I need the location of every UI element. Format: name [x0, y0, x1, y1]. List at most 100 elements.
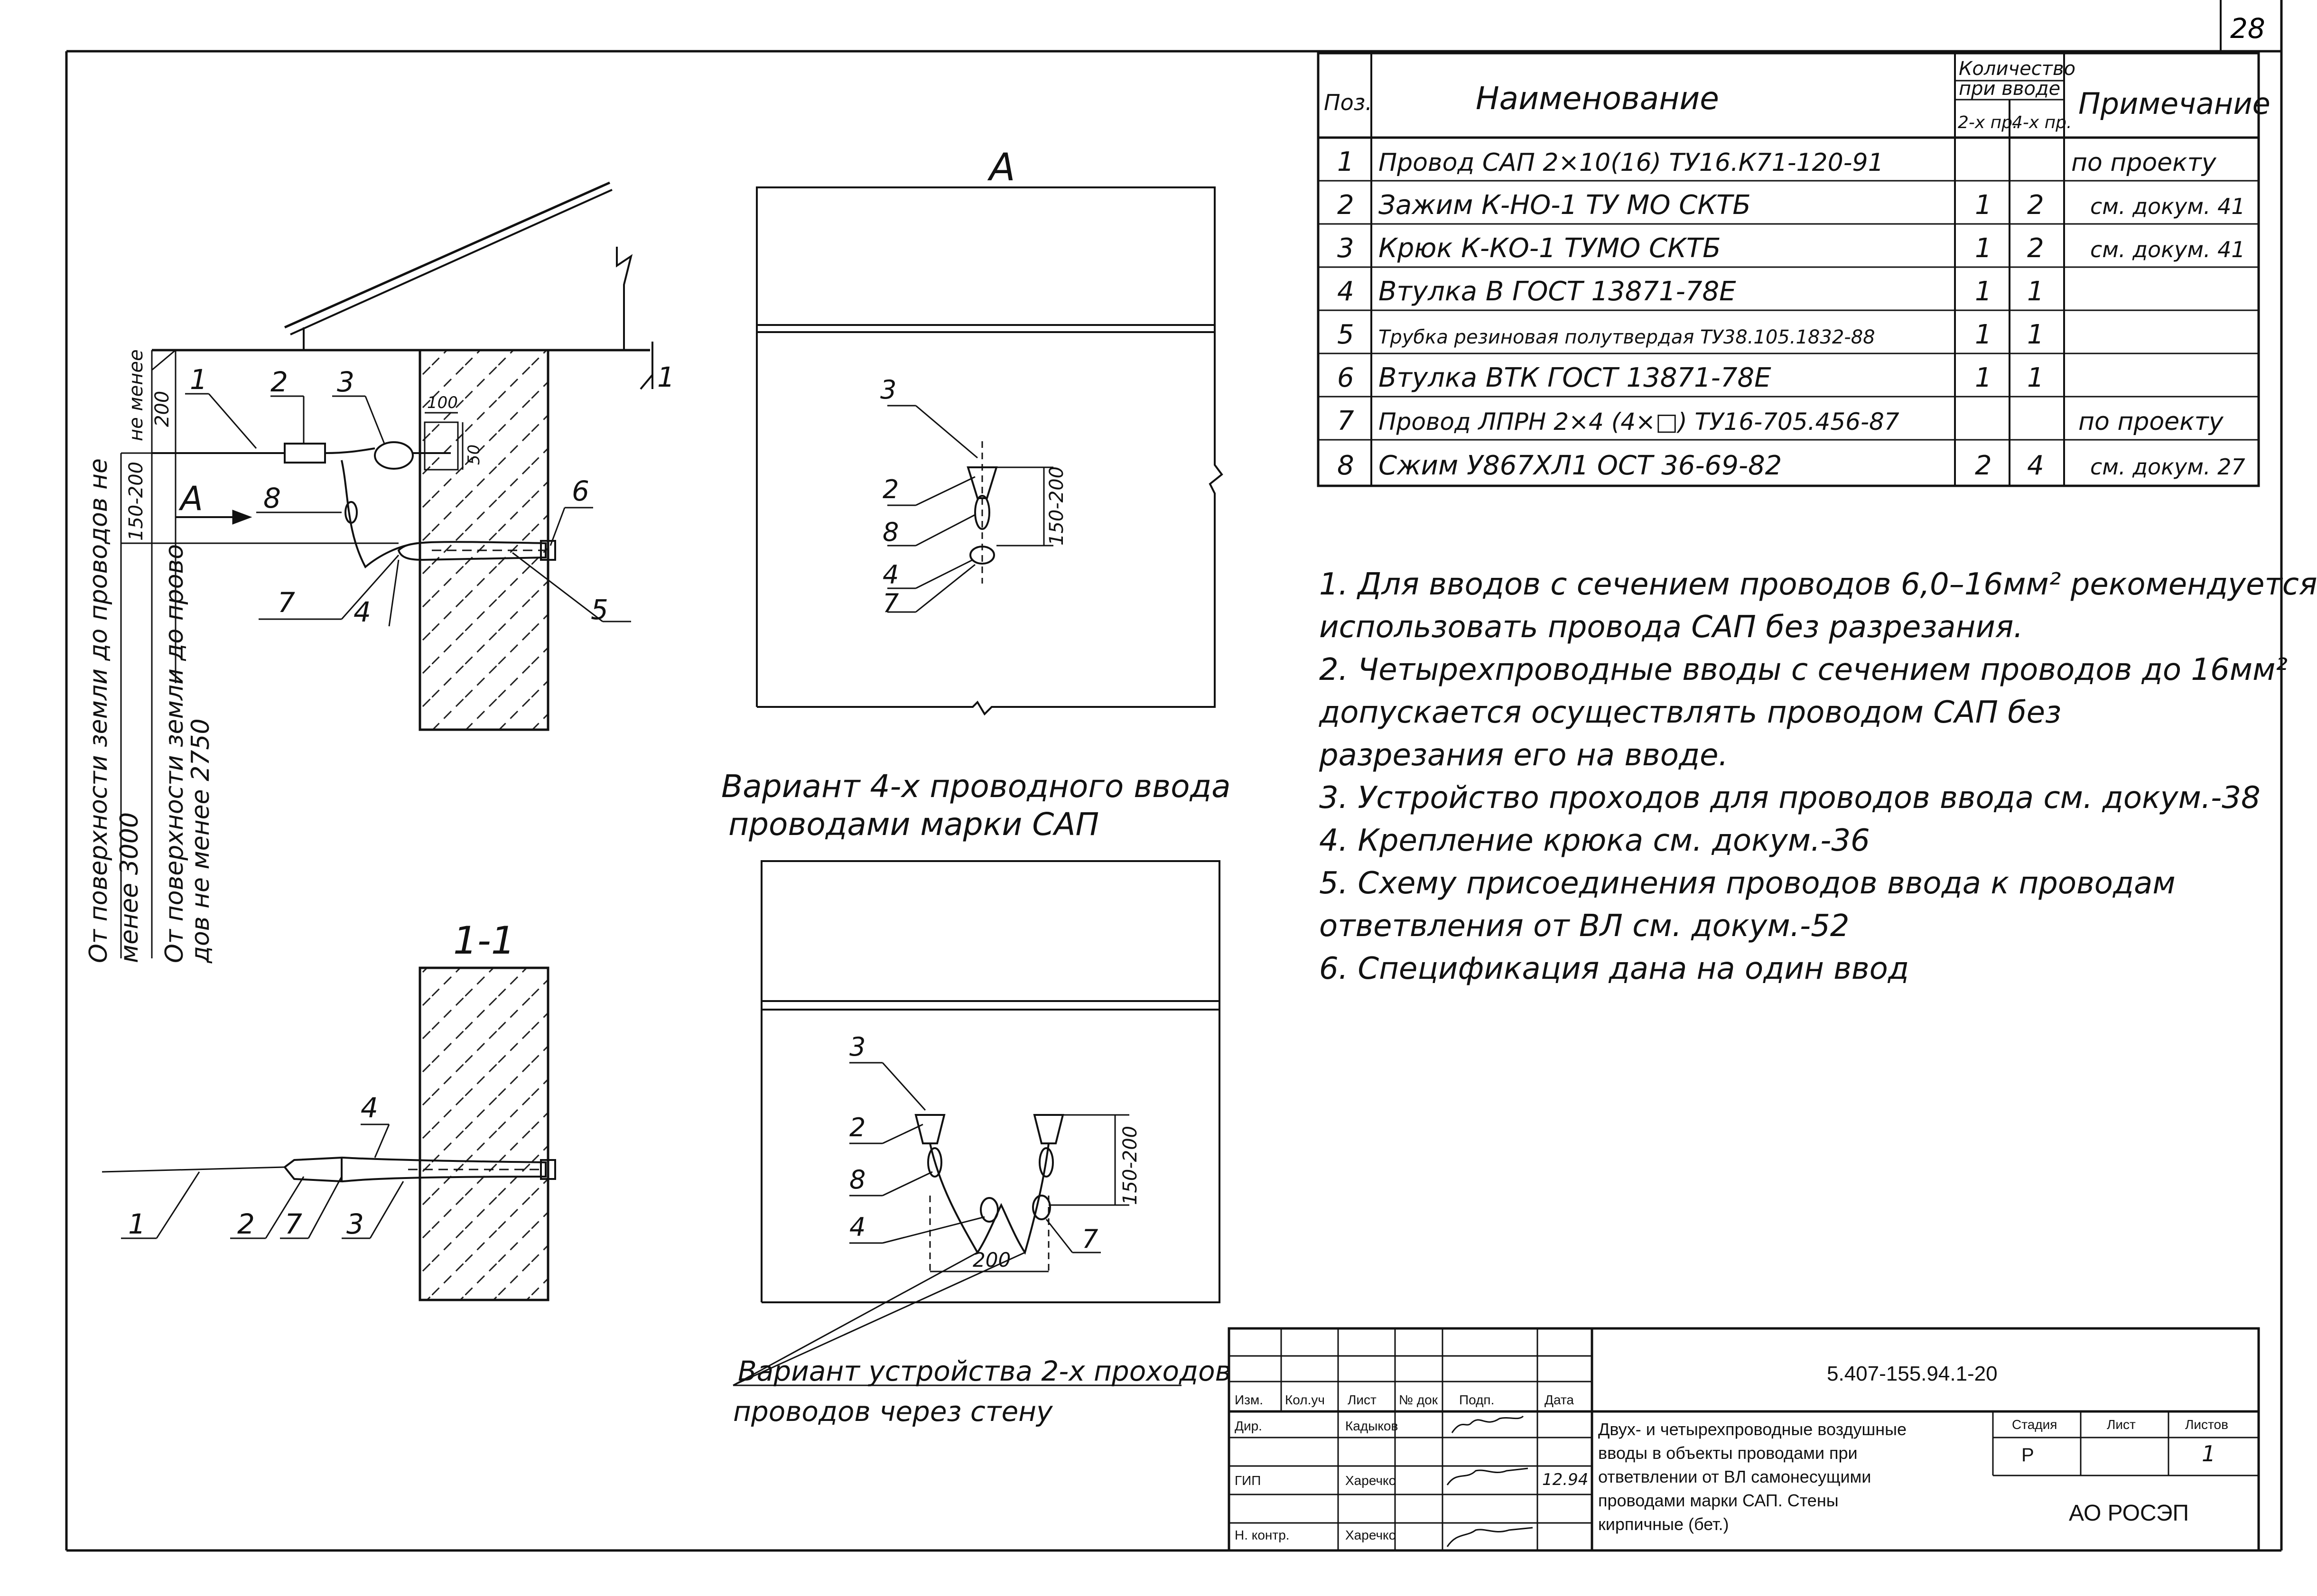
row-7-name: Провод ЛПРН 2×4 (4×□) ТУ16-705.456-87	[1378, 408, 1899, 436]
section-1-1	[102, 966, 556, 1301]
b-callout-3: 3	[849, 1032, 865, 1062]
sheet-number: 28	[2230, 12, 2265, 45]
row-8-name: Сжим У867ХЛ1 ОСТ 36-69-82	[1378, 450, 1782, 481]
caption-4wire-line1: Вариант 4-х проводного ввода	[721, 768, 1231, 805]
sheet-label: Лист	[2107, 1417, 2136, 1432]
signatures	[1446, 1415, 1533, 1547]
row-4-pos: 4	[1337, 276, 1354, 307]
col-izm: Изм.	[1235, 1392, 1263, 1407]
header-qty-4: 4-х пр.	[2012, 113, 2072, 132]
row-4-name: Втулка В ГОСТ 13871-78Е	[1378, 276, 1736, 307]
title-line-3: ответвлении от ВЛ самонесущими	[1598, 1467, 1871, 1486]
row-5-pos: 5	[1337, 319, 1354, 350]
title-line-1: Двух- и четырехпроводные воздушные	[1598, 1420, 1907, 1439]
row-2-name: Зажим К-НО-1 ТУ МО СКТБ	[1378, 190, 1751, 221]
row-8-pos: 8	[1337, 450, 1354, 481]
elevation-labels: 1 2 3 8 6 7 4 5 1 А 100 50 200 не менее …	[84, 349, 675, 964]
row-2-pos: 2	[1337, 190, 1354, 221]
a-callout-3: 3	[880, 375, 896, 405]
col-kol-uch: Кол.уч	[1285, 1392, 1325, 1407]
spec-table-headers: Поз. Наименование Количество при вводе 2…	[1324, 58, 2270, 132]
row-2-q2: 1	[1975, 190, 1992, 221]
header-qty-2: 2-х пр.	[1958, 113, 2018, 132]
title-line-4: проводами марки САП. Стены	[1598, 1491, 1839, 1510]
section-1-1-labels: 1-1 4 1 2 7 3	[128, 919, 515, 1240]
row-4-q4: 1	[2027, 276, 2044, 307]
row-5-name: Трубка резиновая полутвердая ТУ38.105.18…	[1378, 326, 1875, 348]
sheets-value: 1	[2202, 1441, 2215, 1466]
vertical-text-1-line2: менее 3000	[115, 812, 144, 963]
role-nkontr: Н. контр.	[1235, 1528, 1290, 1542]
row-2-note: см. докум. 41	[2090, 194, 2245, 219]
row-3-q2: 1	[1975, 233, 1992, 264]
vertical-text-1-line1: От поверхности земли до проводов не	[84, 458, 113, 963]
note-line-9: ответвления от ВЛ см. докум.-52	[1319, 909, 1850, 944]
callout-3: 3	[337, 366, 354, 398]
s-callout-2: 2	[237, 1208, 255, 1240]
row-8-note: см. докум. 27	[2090, 454, 2245, 480]
header-qty-line1: Количество	[1959, 58, 2075, 80]
note-line-4: допускается осуществлять проводом САП бе…	[1319, 695, 2062, 730]
row-3-q4: 2	[2027, 233, 2044, 264]
row-7-pos: 7	[1337, 406, 1354, 436]
a-dim-150-200: 150-200	[1046, 466, 1068, 546]
caption-2pass-line2: проводов через стену	[733, 1395, 1053, 1428]
spec-table-grid	[1317, 52, 2260, 487]
s-callout-7: 7	[285, 1208, 302, 1240]
note-line-3: 2. Четырехпроводные вводы с сечением про…	[1319, 652, 2288, 687]
vertical-text-2-line1: От поверхности земли до прово	[160, 544, 189, 963]
s-callout-1: 1	[128, 1208, 146, 1240]
note-line-6: 3. Устройство проходов для проводов ввод…	[1319, 780, 2261, 816]
row-6-pos: 6	[1337, 362, 1354, 393]
a-callout-7: 7	[883, 588, 899, 618]
callout-4: 4	[354, 596, 371, 628]
header-name: Наименование	[1476, 80, 1719, 117]
title-line-5: кирпичные (бет.)	[1598, 1514, 1729, 1534]
row-6-q2: 1	[1975, 362, 1992, 393]
note-line-2: использовать провода САП без разрезания.	[1319, 610, 2023, 645]
row-8-q4: 4	[2027, 450, 2044, 481]
dim-50: 50	[465, 445, 484, 465]
note-line-7: 4. Крепление крюка см. докум.-36	[1319, 823, 1870, 858]
name-nkontr: Харечко	[1345, 1528, 1396, 1542]
arrow-a-label: А	[178, 479, 203, 518]
doc-code: 5.407-155.94.1-20	[1827, 1362, 1998, 1385]
s-callout-4: 4	[361, 1092, 378, 1124]
header-pos: Поз.	[1324, 90, 1372, 115]
callout-2: 2	[270, 366, 288, 398]
stage-label: Стадия	[2012, 1417, 2057, 1432]
title-block-text: Изм. Кол.уч Лист № док Подп. Дата Дир. К…	[1235, 1362, 2228, 1542]
b-callout-7: 7	[1082, 1224, 1098, 1254]
role-dir: Дир.	[1235, 1419, 1262, 1433]
caption-4wire-line2: проводами марки САП	[728, 806, 1099, 843]
title-block-grid	[1228, 1327, 2260, 1552]
row-6-name: Втулка ВТК ГОСТ 13871-78Е	[1378, 362, 1771, 393]
a-callout-2: 2	[883, 474, 899, 504]
spec-table-rows: 1 Провод САП 2×10(16) ТУ16.К71-120-91 по…	[1337, 147, 2245, 481]
note-line-5: разрезания его на вводе.	[1319, 738, 1728, 773]
callout-5: 5	[591, 594, 608, 626]
b-callout-2: 2	[849, 1113, 865, 1142]
row-8-q2: 2	[1975, 450, 1992, 481]
row-3-name: Крюк К-КО-1 ТУМО СКТБ	[1378, 233, 1721, 264]
title-line-2: вводы в объекты проводами при	[1598, 1443, 1858, 1463]
note-line-10: 6. Спецификация дана на один ввод	[1319, 951, 1909, 986]
view-a-labels: А 3 2 8 4 7 150-200 Вариант 4-х проводно…	[721, 145, 1231, 843]
callout-8: 8	[263, 482, 281, 514]
stage-value: Р	[2021, 1445, 2034, 1466]
col-sign: Подп.	[1459, 1392, 1494, 1407]
b-dim-150-200: 150-200	[1119, 1126, 1141, 1205]
callout-1: 1	[190, 363, 207, 396]
view-2-passes-labels: 3 2 8 4 7 200 150-200 Вариант устройства…	[733, 1032, 1231, 1428]
row-5-q4: 1	[2027, 319, 2044, 350]
name-dir: Кадыков	[1345, 1419, 1398, 1433]
date-gip: 12.94	[1542, 1470, 1588, 1489]
callout-7: 7	[278, 586, 295, 619]
col-doc: № док	[1399, 1392, 1438, 1407]
section-1-1-title: 1-1	[453, 919, 515, 963]
note-line-1: 1. Для вводов с сечением проводов 6,0–16…	[1319, 567, 2317, 602]
row-1-name: Провод САП 2×10(16) ТУ16.К71-120-91	[1378, 148, 1884, 177]
row-2-q4: 2	[2027, 190, 2044, 221]
row-4-q2: 1	[1975, 276, 1992, 307]
